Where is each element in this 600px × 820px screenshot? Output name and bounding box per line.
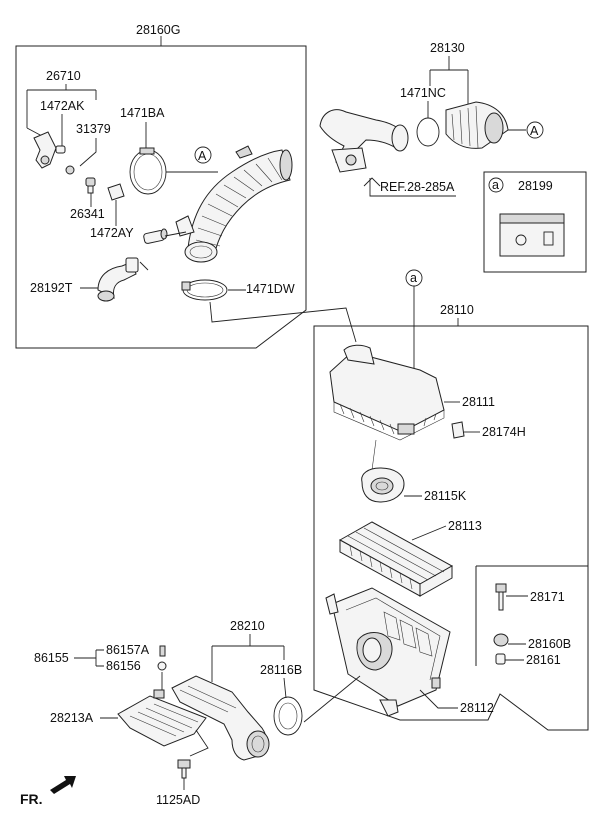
label-28116b: 28116B	[260, 663, 302, 677]
front-arrow-icon	[50, 776, 76, 794]
bracket-28213a	[117, 689, 207, 747]
label-28111: 28111	[462, 395, 495, 409]
duct-28130	[319, 101, 509, 173]
duct-28210	[171, 675, 270, 761]
bolt-28171	[495, 583, 507, 611]
label-1471nc: 1471NC	[400, 86, 446, 100]
lower-body-28112	[325, 587, 451, 717]
label-86157a: 86157A	[106, 643, 150, 657]
filter-28113	[338, 521, 454, 597]
callout-a-right-text: A	[530, 124, 539, 138]
label-86155: 86155	[34, 651, 69, 665]
label-86156: 86156	[106, 659, 141, 673]
elbow-28192t	[97, 257, 139, 302]
caution-label-28199	[499, 213, 565, 257]
label-28160b: 28160B	[528, 637, 571, 651]
label-28130: 28130	[430, 41, 465, 55]
label-28161: 28161	[526, 653, 561, 667]
clamp-1471ba	[129, 147, 167, 195]
label-1472ay: 1472AY	[90, 226, 134, 240]
label-28192t: 28192T	[30, 281, 73, 295]
grommet-28115k	[361, 467, 405, 503]
seal-28116b	[273, 696, 303, 736]
label-1471ba: 1471BA	[120, 106, 165, 120]
label-28199: 28199	[518, 179, 553, 193]
bolt-26341	[85, 177, 96, 194]
callout-a-left	[194, 146, 212, 164]
collar-28161	[495, 653, 506, 665]
label-28115k: 28115K	[424, 489, 467, 503]
front-direction-label: FR.	[20, 791, 43, 807]
label-1472ak: 1472AK	[40, 99, 85, 113]
screw-86157a	[159, 645, 166, 657]
callout-a-left-text: A	[198, 149, 207, 163]
callout-a-cover-text: a	[410, 271, 417, 285]
label-1471dw: 1471DW	[246, 282, 295, 296]
label-28174h: 28174H	[482, 425, 526, 439]
box-28199	[483, 171, 587, 273]
label-28160g: 28160G	[136, 23, 180, 37]
label-28113: 28113	[448, 519, 482, 533]
sensor-part	[33, 131, 75, 175]
group-box-28110	[313, 325, 589, 731]
label-26710: 26710	[46, 69, 81, 83]
label-28210: 28210	[230, 619, 265, 633]
group-box-28160g	[15, 45, 307, 349]
label-31379: 31379	[76, 122, 111, 136]
callout-a-small-text: a	[492, 178, 499, 192]
intake-hose	[175, 145, 293, 263]
nut-86156	[157, 661, 167, 671]
grommet-28160b	[493, 633, 509, 647]
label-28171: 28171	[530, 590, 565, 604]
callout-a-right	[526, 121, 544, 139]
label-ref-28-285a: REF.28-285A	[380, 180, 455, 194]
label-28213a: 28213A	[50, 711, 94, 725]
bolt-1125ad	[177, 759, 191, 779]
clip-1472ay	[107, 183, 125, 201]
label-26341: 26341	[70, 207, 105, 221]
clamp-1471dw	[181, 279, 228, 301]
label-28112: 28112	[460, 701, 494, 715]
clip-28174h	[451, 421, 465, 439]
label-28110: 28110	[440, 303, 474, 317]
pipe-stub	[143, 228, 168, 244]
upper-cover-28111	[329, 344, 445, 441]
label-1125ad: 1125AD	[156, 793, 200, 807]
